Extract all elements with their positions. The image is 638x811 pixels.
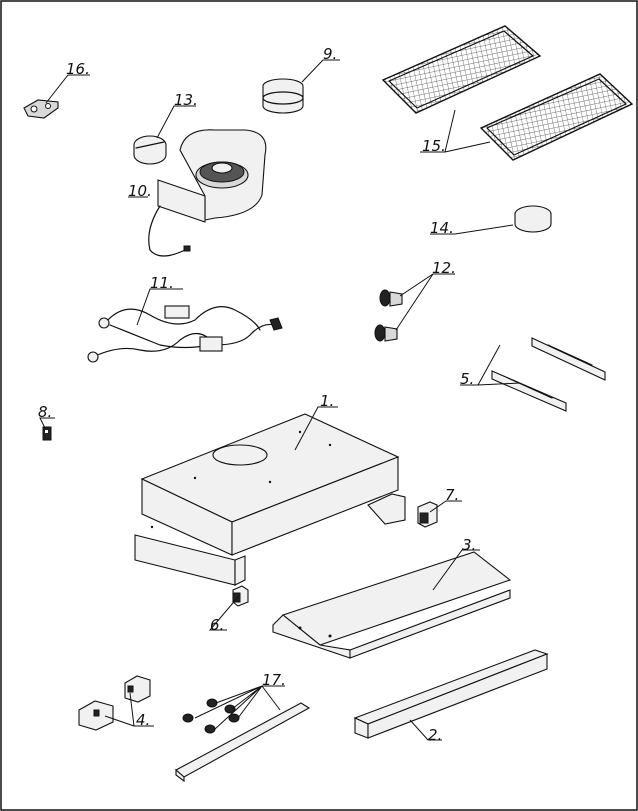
callout-4: 4. <box>136 711 150 729</box>
callout-9: 9. <box>323 45 337 63</box>
callout-3: 3. <box>462 536 476 554</box>
part-2-trim <box>353 649 549 739</box>
callout-6: 6. <box>210 616 224 634</box>
part-8-clip <box>42 426 52 441</box>
callout-17: 17. <box>262 671 286 689</box>
part-13-damper <box>133 135 167 165</box>
callout-7: 7. <box>445 486 459 504</box>
part-7-bracket <box>417 501 438 528</box>
callout-16: 16. <box>66 60 90 78</box>
part-10-blower <box>148 129 267 257</box>
callout-labels: 1. 2. 3. 4. 5. 6. 7. 8. 9. 10. 11. 12. 1… <box>38 45 476 744</box>
part-16-bracket <box>23 99 59 119</box>
part-11-wiring <box>87 305 283 363</box>
callout-10: 10. <box>128 182 152 200</box>
callout-2: 2. <box>428 726 442 744</box>
callout-13: 13. <box>174 91 198 109</box>
callout-5: 5. <box>460 370 474 388</box>
part-6-bracket <box>232 585 249 607</box>
part-12-lamps <box>374 289 403 342</box>
callout-14: 14. <box>430 219 454 237</box>
part-15-filters <box>381 25 634 161</box>
part-1-hood-body <box>134 413 406 586</box>
callout-11: 11. <box>150 274 174 292</box>
callout-8: 8. <box>38 403 52 421</box>
callout-1: 1. <box>320 392 334 410</box>
part-14-disc <box>514 205 552 233</box>
callout-15: 15. <box>422 137 446 155</box>
part-9-collar <box>262 78 304 114</box>
part-17-screws-strip <box>175 698 311 783</box>
part-5-rails <box>491 337 606 412</box>
callout-12: 12. <box>432 259 456 277</box>
part-3-drawer <box>272 551 512 659</box>
leader-lines <box>39 59 521 741</box>
part-4-brackets <box>78 675 151 731</box>
